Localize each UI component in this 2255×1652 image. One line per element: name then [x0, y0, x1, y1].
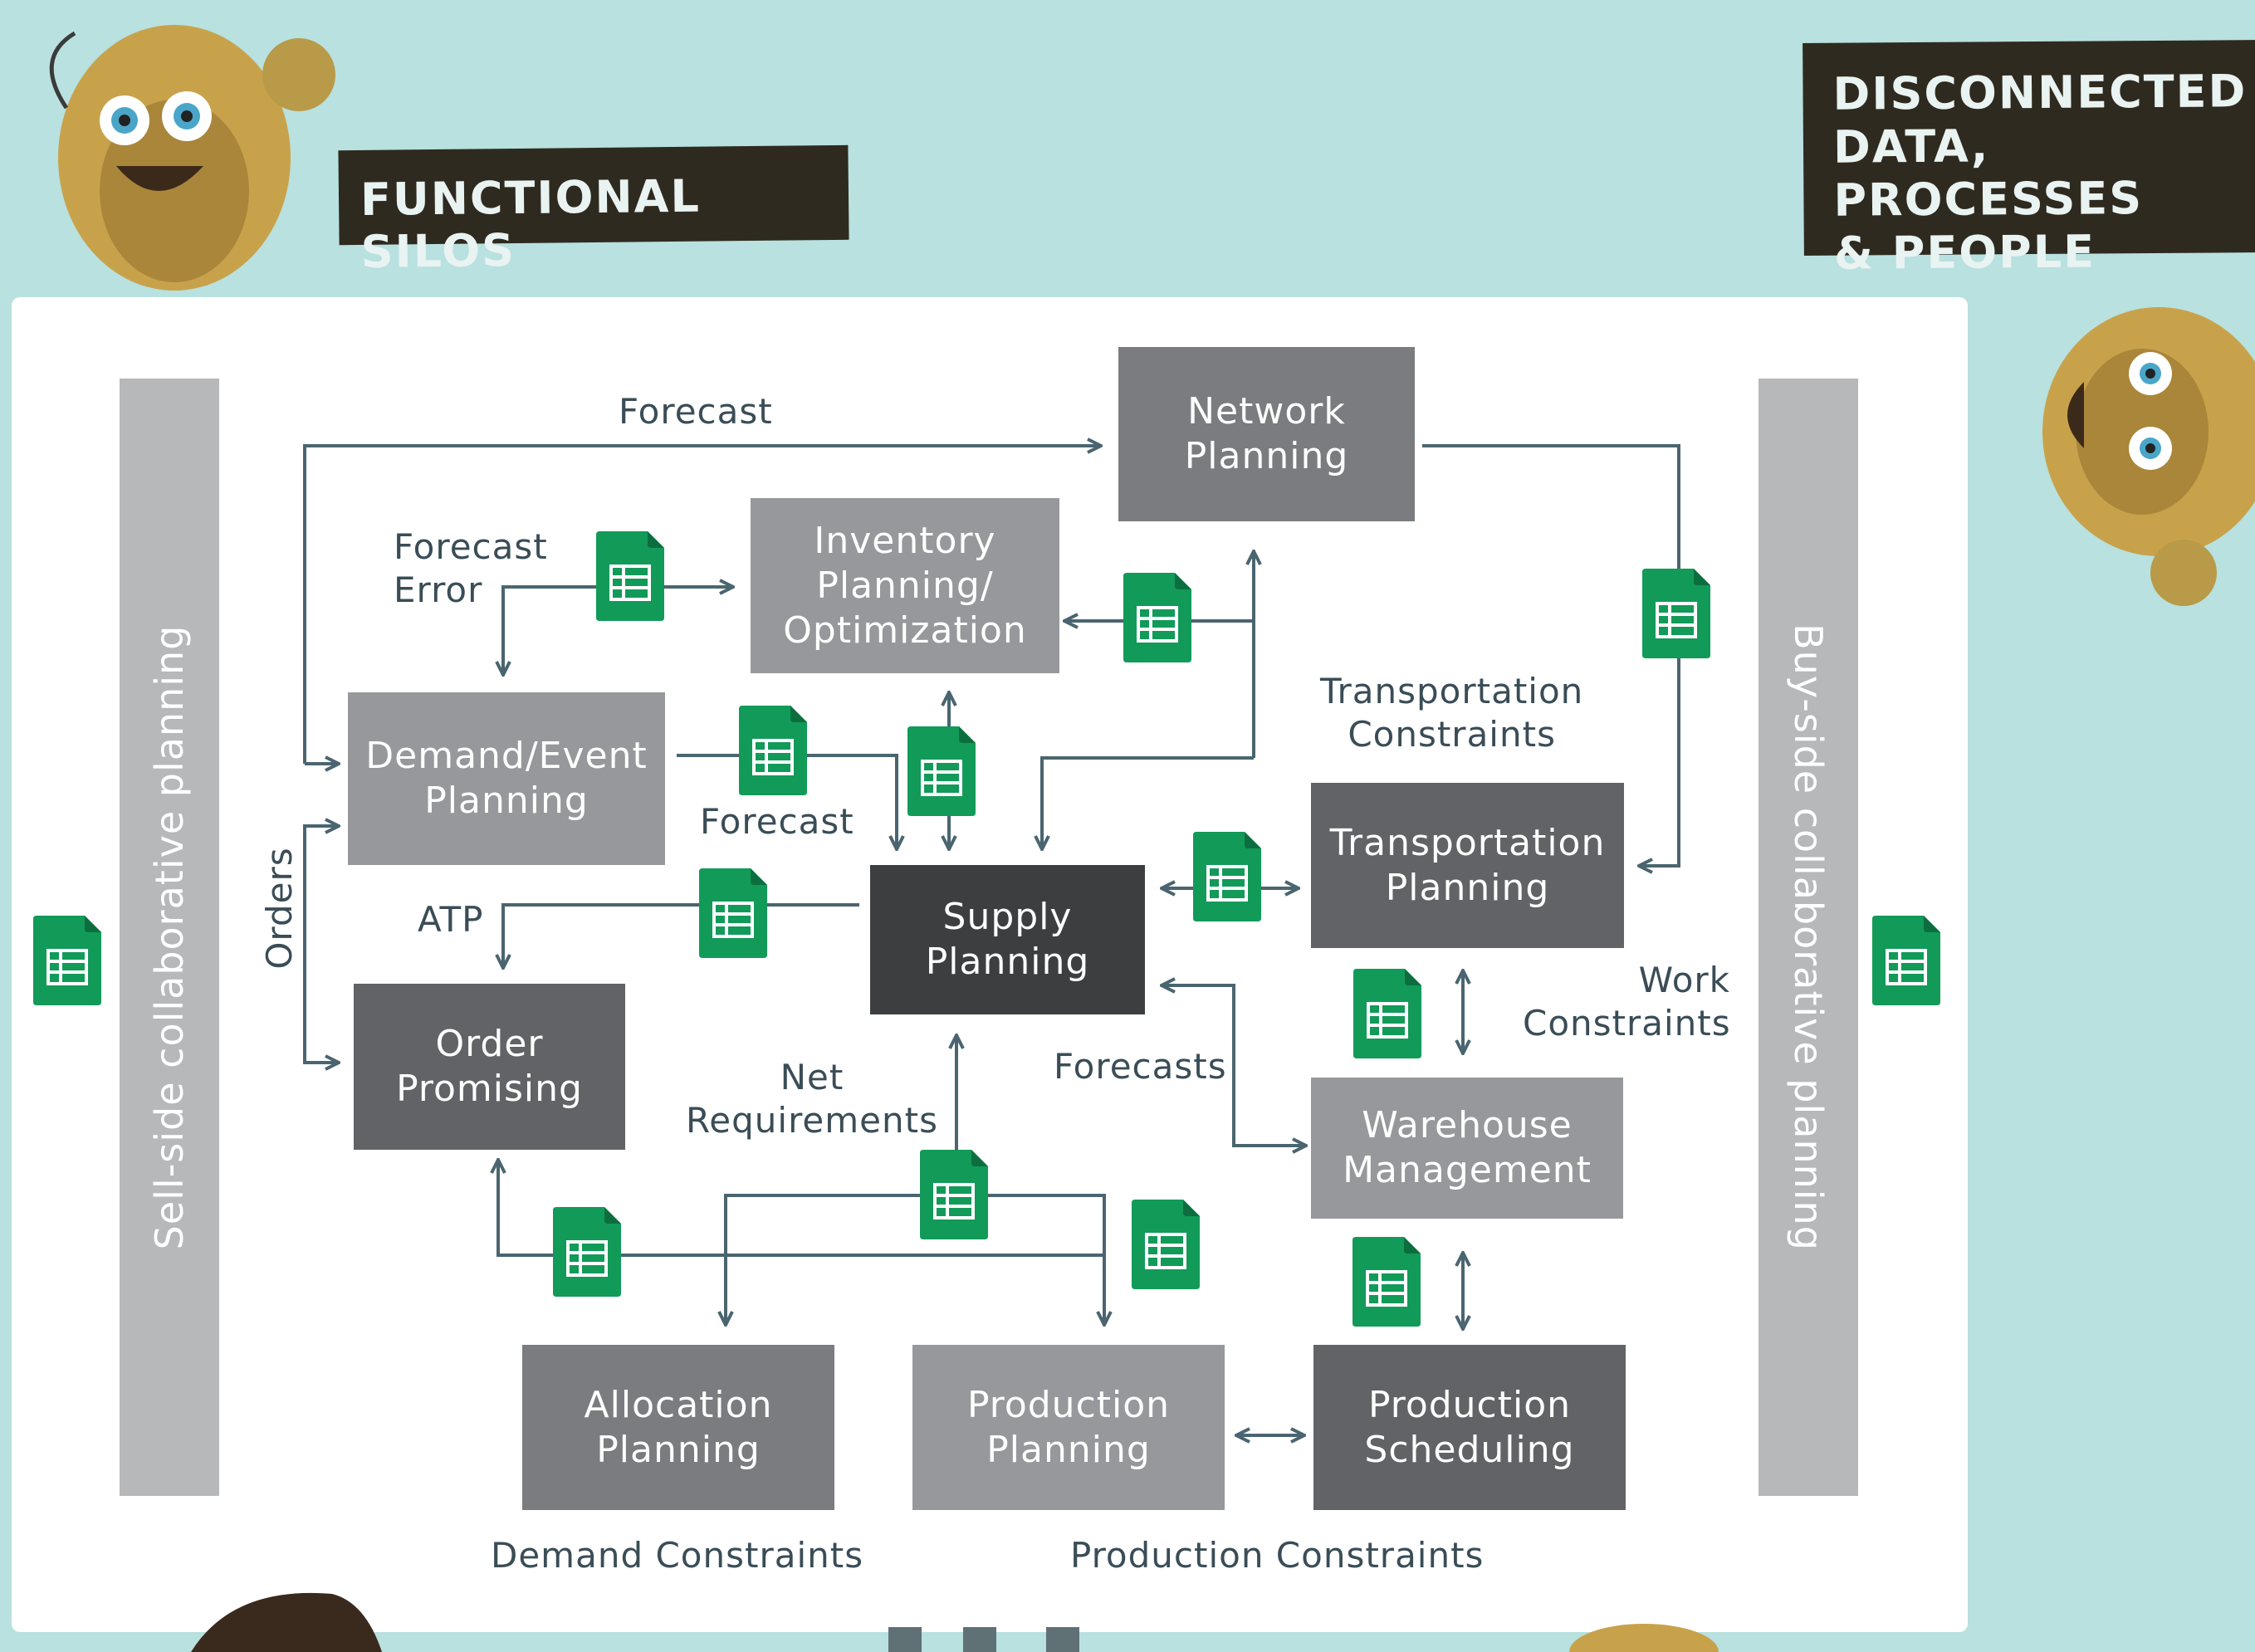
allocation-planning-node: Allocation Planning — [522, 1345, 834, 1510]
supply-planning-node: Supply Planning — [870, 865, 1145, 1014]
spreadsheet-icon — [1123, 573, 1191, 662]
spreadsheet-icon — [1193, 832, 1261, 921]
network-to-supply-arrow — [1042, 756, 1254, 848]
orders-label: Orders — [259, 847, 300, 970]
forecast-label-top: Forecast — [619, 391, 773, 432]
spreadsheet-icon — [739, 706, 807, 795]
buy-side-bar: Buy-side collaborative planning — [1759, 379, 1858, 1496]
demand-event-planning-node: Demand/Event Planning — [348, 692, 665, 865]
orders-top-arrow — [303, 826, 338, 955]
transportation-planning-node: Transportation Planning — [1311, 783, 1624, 948]
spreadsheet-icon — [1872, 916, 1940, 1005]
character-illustration-bottom — [191, 1592, 382, 1652]
work-constraints-label: Work Constraints — [1523, 960, 1731, 1043]
forecast-label-mid: Forecast — [700, 801, 854, 842]
orders-bottom-arrow — [303, 955, 338, 1063]
spreadsheet-icon — [920, 1150, 988, 1239]
sell-side-bar: Sell-side collaborative planning — [120, 379, 219, 1496]
order-promising-feedback-arrow — [498, 1161, 1104, 1257]
network-planning-node: Network Planning — [1118, 347, 1415, 521]
spreadsheet-icon — [596, 531, 664, 621]
transportation-constraints-label: Transportation Constraints — [1320, 671, 1584, 755]
net-requirements-split — [724, 1194, 1104, 1324]
spreadsheet-icon — [1132, 1200, 1200, 1289]
spreadsheet-icon — [1642, 569, 1710, 658]
spreadsheet-icon — [33, 916, 101, 1005]
inventory-planning-node: Inventory Planning/ Optimization — [751, 498, 1059, 673]
net-requirements-label: Net Requirements — [686, 1057, 938, 1141]
spreadsheet-icon — [699, 868, 767, 958]
forecast-arrow — [303, 446, 1100, 764]
production-constraints-label: Production Constraints — [1070, 1535, 1485, 1576]
robot-illustration-bottom — [888, 1627, 1079, 1652]
spreadsheet-icon — [1353, 1237, 1421, 1327]
spreadsheet-icon — [553, 1207, 621, 1297]
forecast-error-down-arrow — [503, 585, 637, 674]
demand-constraints-label: Demand Constraints — [491, 1535, 864, 1576]
monster-illustration-right — [2042, 307, 2255, 606]
production-planning-node: Production Planning — [912, 1345, 1225, 1510]
production-scheduling-node: Production Scheduling — [1313, 1345, 1626, 1510]
spreadsheet-icon — [1353, 969, 1421, 1058]
order-promising-node: Order Promising — [354, 984, 625, 1150]
monster-illustration-top-left — [49, 25, 335, 291]
forecast-error-label: Forecast Error — [394, 526, 548, 610]
monster-illustration-bottom-right — [1569, 1624, 1719, 1652]
spreadsheet-icon — [907, 726, 976, 816]
forecasts-label: Forecasts — [1054, 1046, 1227, 1087]
atp-label: ATP — [418, 899, 484, 940]
forecasts-arrow — [1162, 985, 1305, 1146]
warehouse-management-node: Warehouse Management — [1311, 1078, 1623, 1219]
atp-arrow — [503, 903, 859, 967]
